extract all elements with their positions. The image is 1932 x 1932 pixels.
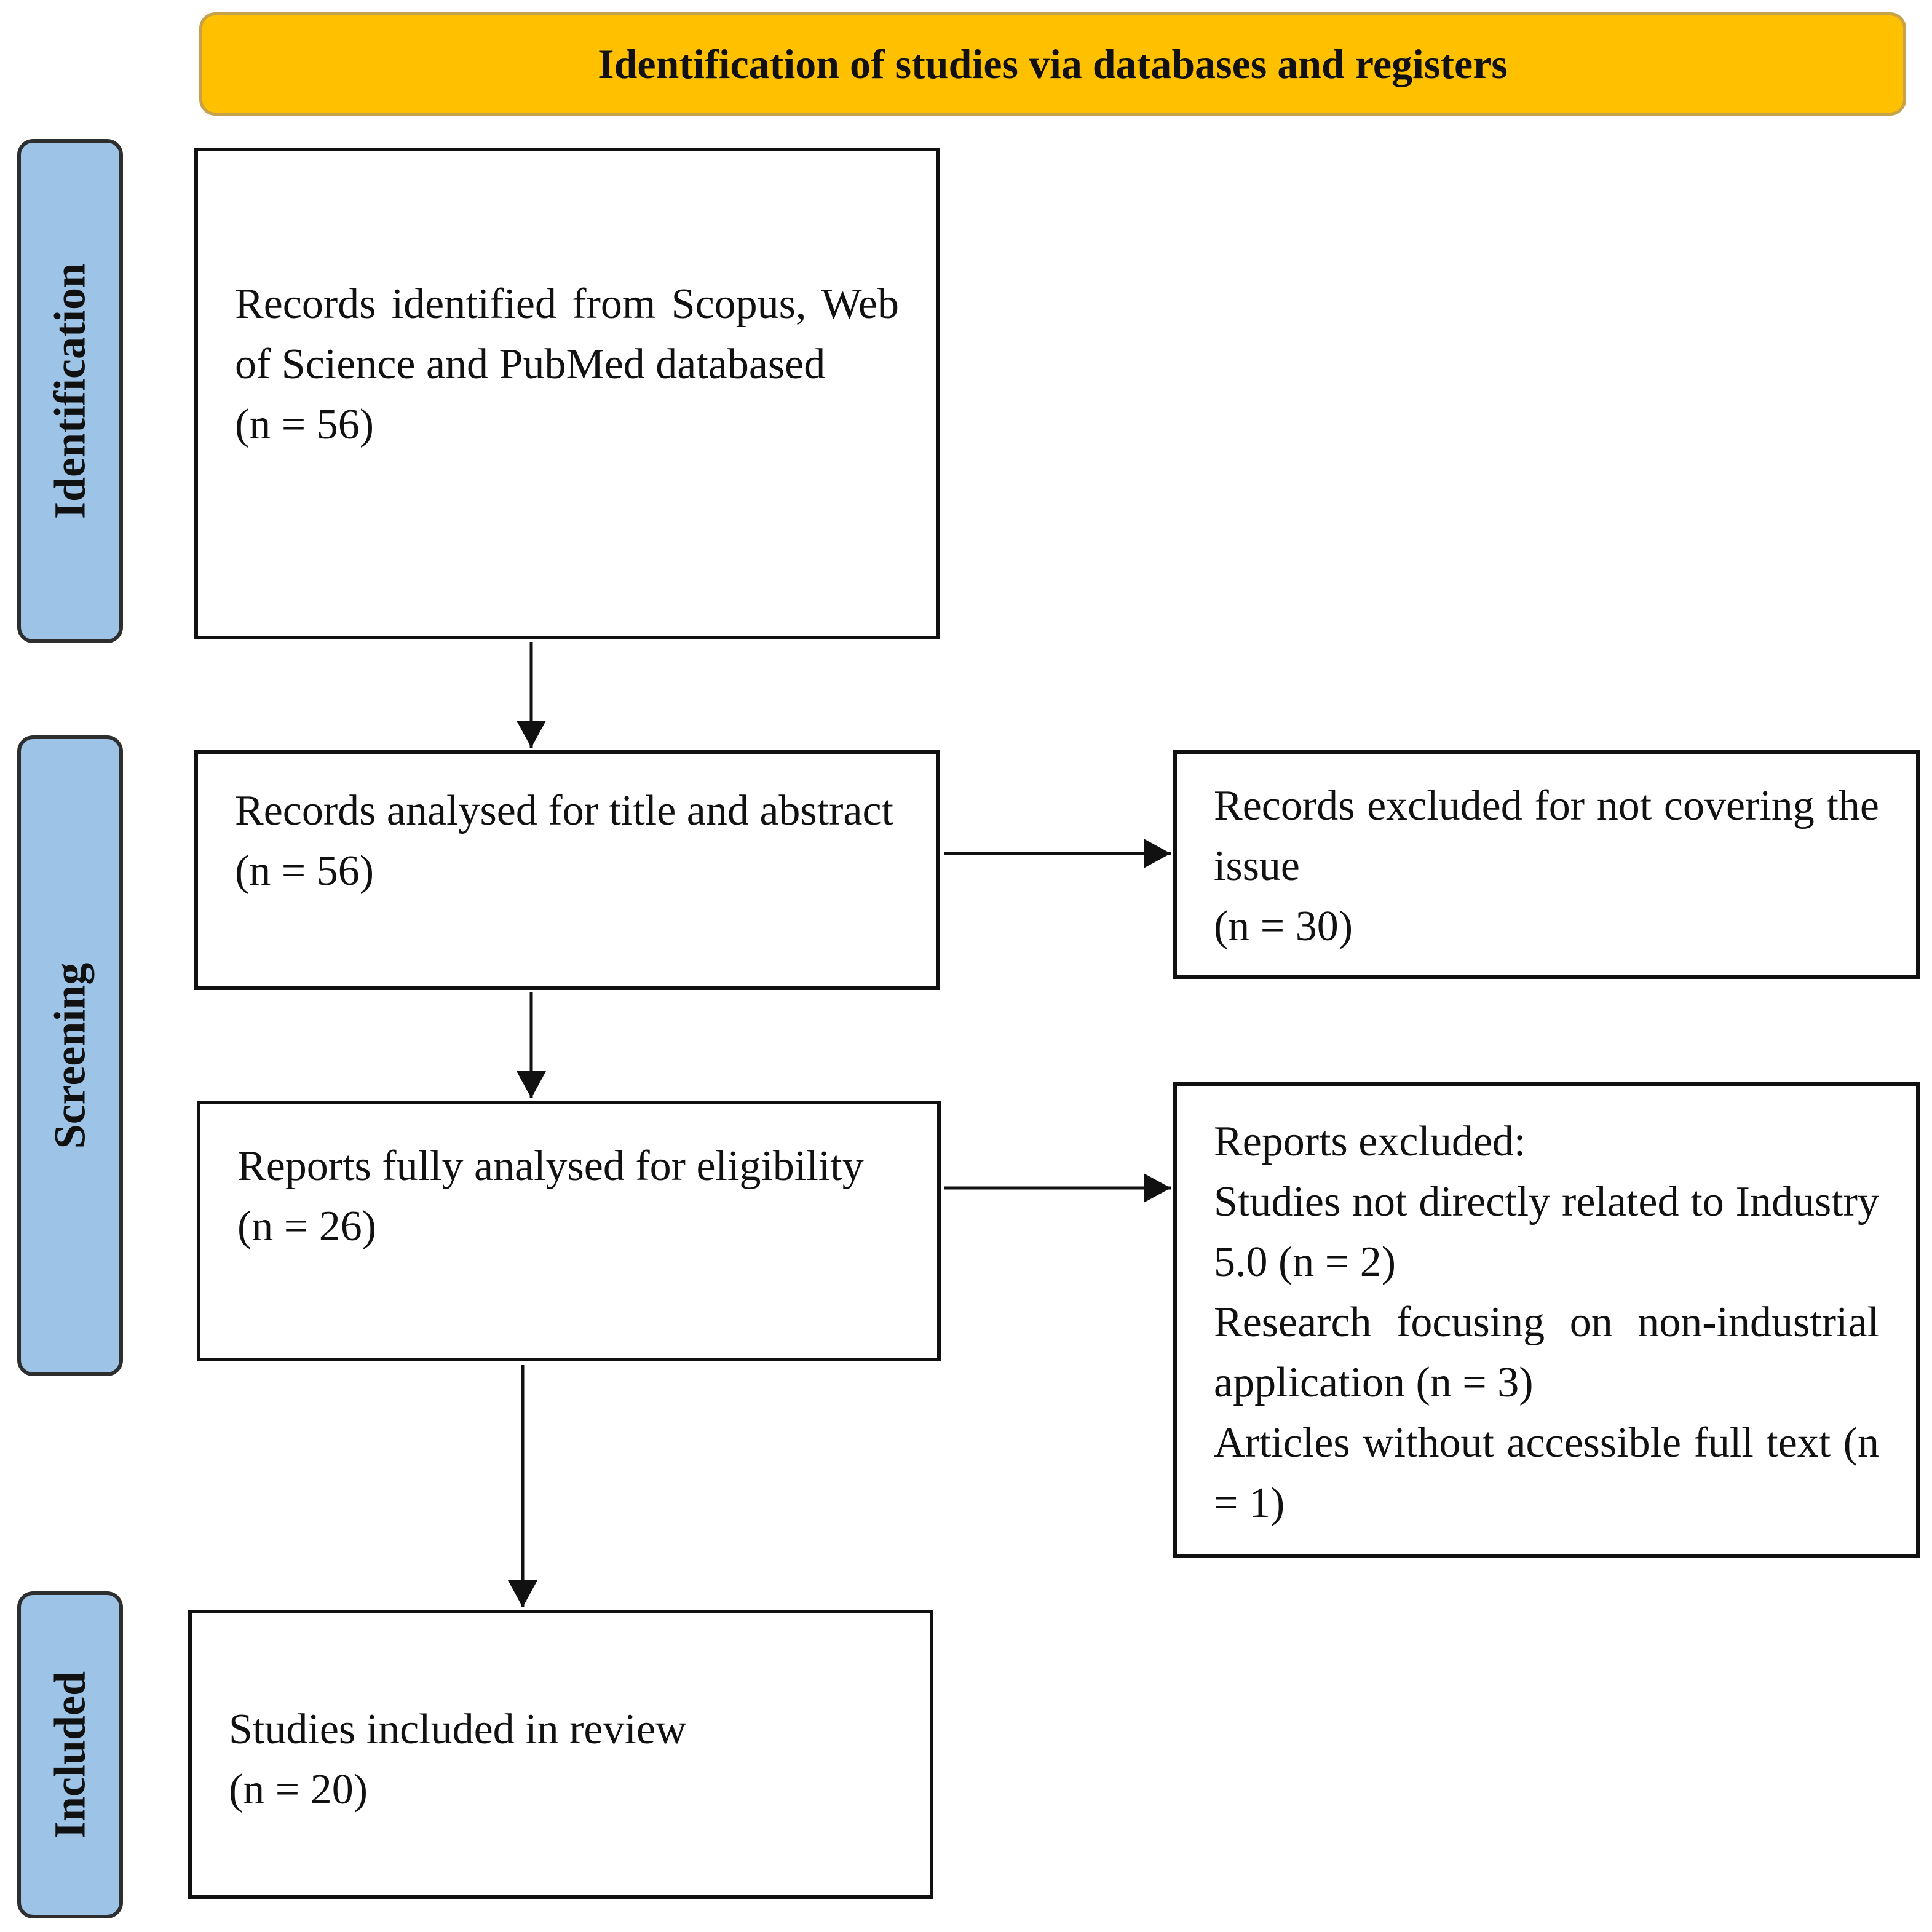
phase-label-identification: Identification [17, 139, 123, 643]
reports-eligibility-text: Reports fully analysed for eligibility [237, 1142, 864, 1190]
reports-excluded-title: Reports excluded: [1214, 1118, 1526, 1165]
records-identified-text: Records identified from Scopus, Web of S… [235, 280, 899, 388]
flow-header: Identification of studies via databases … [199, 12, 1906, 116]
studies-included-box: Studies included in review (n = 20) [188, 1610, 933, 1899]
exclusion-reason-1: Studies not directly related to Industry… [1214, 1178, 1879, 1286]
reports-excluded-box: Reports excluded: Studies not directly r… [1173, 1082, 1920, 1558]
studies-included-text: Studies included in review [229, 1706, 687, 1753]
records-excluded-text: Records excluded for not covering the is… [1214, 782, 1879, 890]
records-excluded-box: Records excluded for not covering the is… [1173, 750, 1920, 979]
records-screened-count: (n = 56) [235, 847, 374, 895]
records-screened-box: Records analysed for title and abstract … [194, 750, 940, 990]
phase-label-screening: Screening [17, 735, 123, 1376]
reports-eligibility-box: Reports fully analysed for eligibility (… [197, 1101, 941, 1361]
records-identified-count: (n = 56) [235, 401, 374, 448]
records-excluded-count: (n = 30) [1214, 903, 1353, 950]
reports-eligibility-count: (n = 26) [237, 1203, 377, 1250]
exclusion-reason-2: Research focusing on non-industrial appl… [1214, 1299, 1879, 1406]
exclusion-reason-3: Articles without accessible full text (n… [1214, 1419, 1879, 1527]
studies-included-count: (n = 20) [229, 1766, 368, 1813]
header-title: Identification of studies via databases … [598, 40, 1508, 87]
records-screened-text: Records analysed for title and abstract [235, 787, 893, 834]
phase-label-included: Included [17, 1591, 123, 1918]
records-identified-box: Records identified from Scopus, Web of S… [194, 148, 940, 639]
